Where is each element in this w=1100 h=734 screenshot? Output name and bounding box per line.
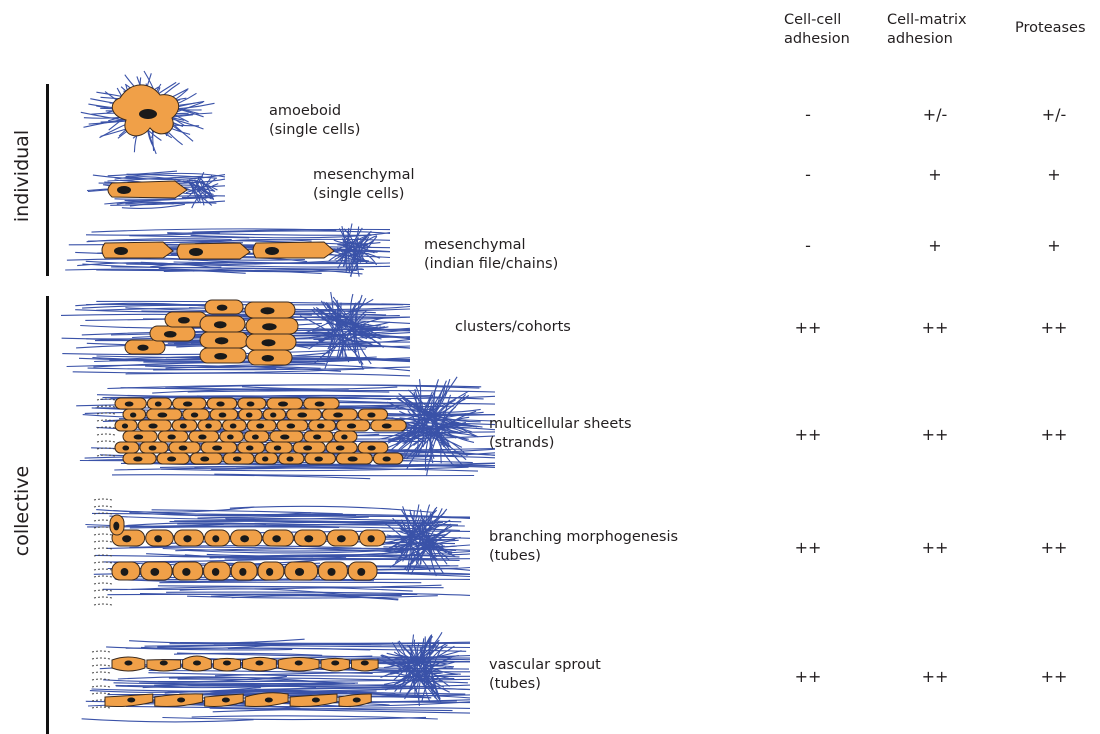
amoeboid-illustration: [81, 71, 215, 154]
branching-morphogenesis-illustration: [85, 499, 470, 605]
value-sheets-cell-cell: ++: [795, 425, 822, 444]
value-amoeboid-cell-cell: -: [805, 105, 811, 124]
value-vascular-cell-cell: ++: [795, 667, 822, 686]
value-branching-proteases: ++: [1041, 538, 1068, 557]
value-clusters-cell-matrix: ++: [922, 318, 949, 337]
value-sheets-cell-matrix: ++: [922, 425, 949, 444]
value-mesenchymal-single-cell-matrix: +: [928, 165, 941, 184]
value-vascular-proteases: ++: [1041, 667, 1068, 686]
row-label-branching-morphogenesis: branching morphogenesis(tubes): [489, 528, 678, 566]
group-label-collective: collective: [11, 466, 33, 556]
row-label-vascular-sprout: vascular sprout(tubes): [489, 656, 601, 694]
row-label-mesenchymal-chains: mesenchymal(indian file/chains): [424, 236, 558, 274]
mesenchymal-chains-illustration: [65, 224, 390, 277]
individual-group-bar: [46, 84, 49, 276]
value-amoeboid-proteases: +/-: [1042, 105, 1067, 124]
column-header-proteases: Proteases: [1015, 19, 1086, 38]
value-mesenchymal-chains-proteases: +: [1047, 236, 1060, 255]
value-sheets-proteases: ++: [1041, 425, 1068, 444]
collective-group-bar: [46, 296, 49, 734]
multicellular-sheets-illustration: [76, 377, 495, 479]
value-vascular-cell-matrix: ++: [922, 667, 949, 686]
row-label-clusters-cohorts: clusters/cohorts: [455, 318, 571, 337]
value-clusters-cell-cell: ++: [795, 318, 822, 337]
row-label-mesenchymal-single: mesenchymal(single cells): [313, 166, 415, 204]
value-mesenchymal-chains-cell-matrix: +: [928, 236, 941, 255]
mesenchymal-single-illustration: [87, 171, 225, 208]
value-mesenchymal-single-proteases: +: [1047, 165, 1060, 184]
value-mesenchymal-single-cell-cell: -: [805, 165, 811, 184]
row-label-amoeboid: amoeboid(single cells): [269, 102, 360, 140]
row-label-multicellular-sheets: multicellular sheets(strands): [489, 415, 632, 453]
value-clusters-proteases: ++: [1041, 318, 1068, 337]
group-label-individual: individual: [11, 130, 33, 222]
value-amoeboid-cell-matrix: +/-: [923, 105, 948, 124]
value-branching-cell-cell: ++: [795, 538, 822, 557]
value-branching-cell-matrix: ++: [922, 538, 949, 557]
value-mesenchymal-chains-cell-cell: -: [805, 236, 811, 255]
clusters-cohorts-illustration: [61, 292, 410, 376]
vascular-sprout-illustration: [82, 632, 470, 722]
